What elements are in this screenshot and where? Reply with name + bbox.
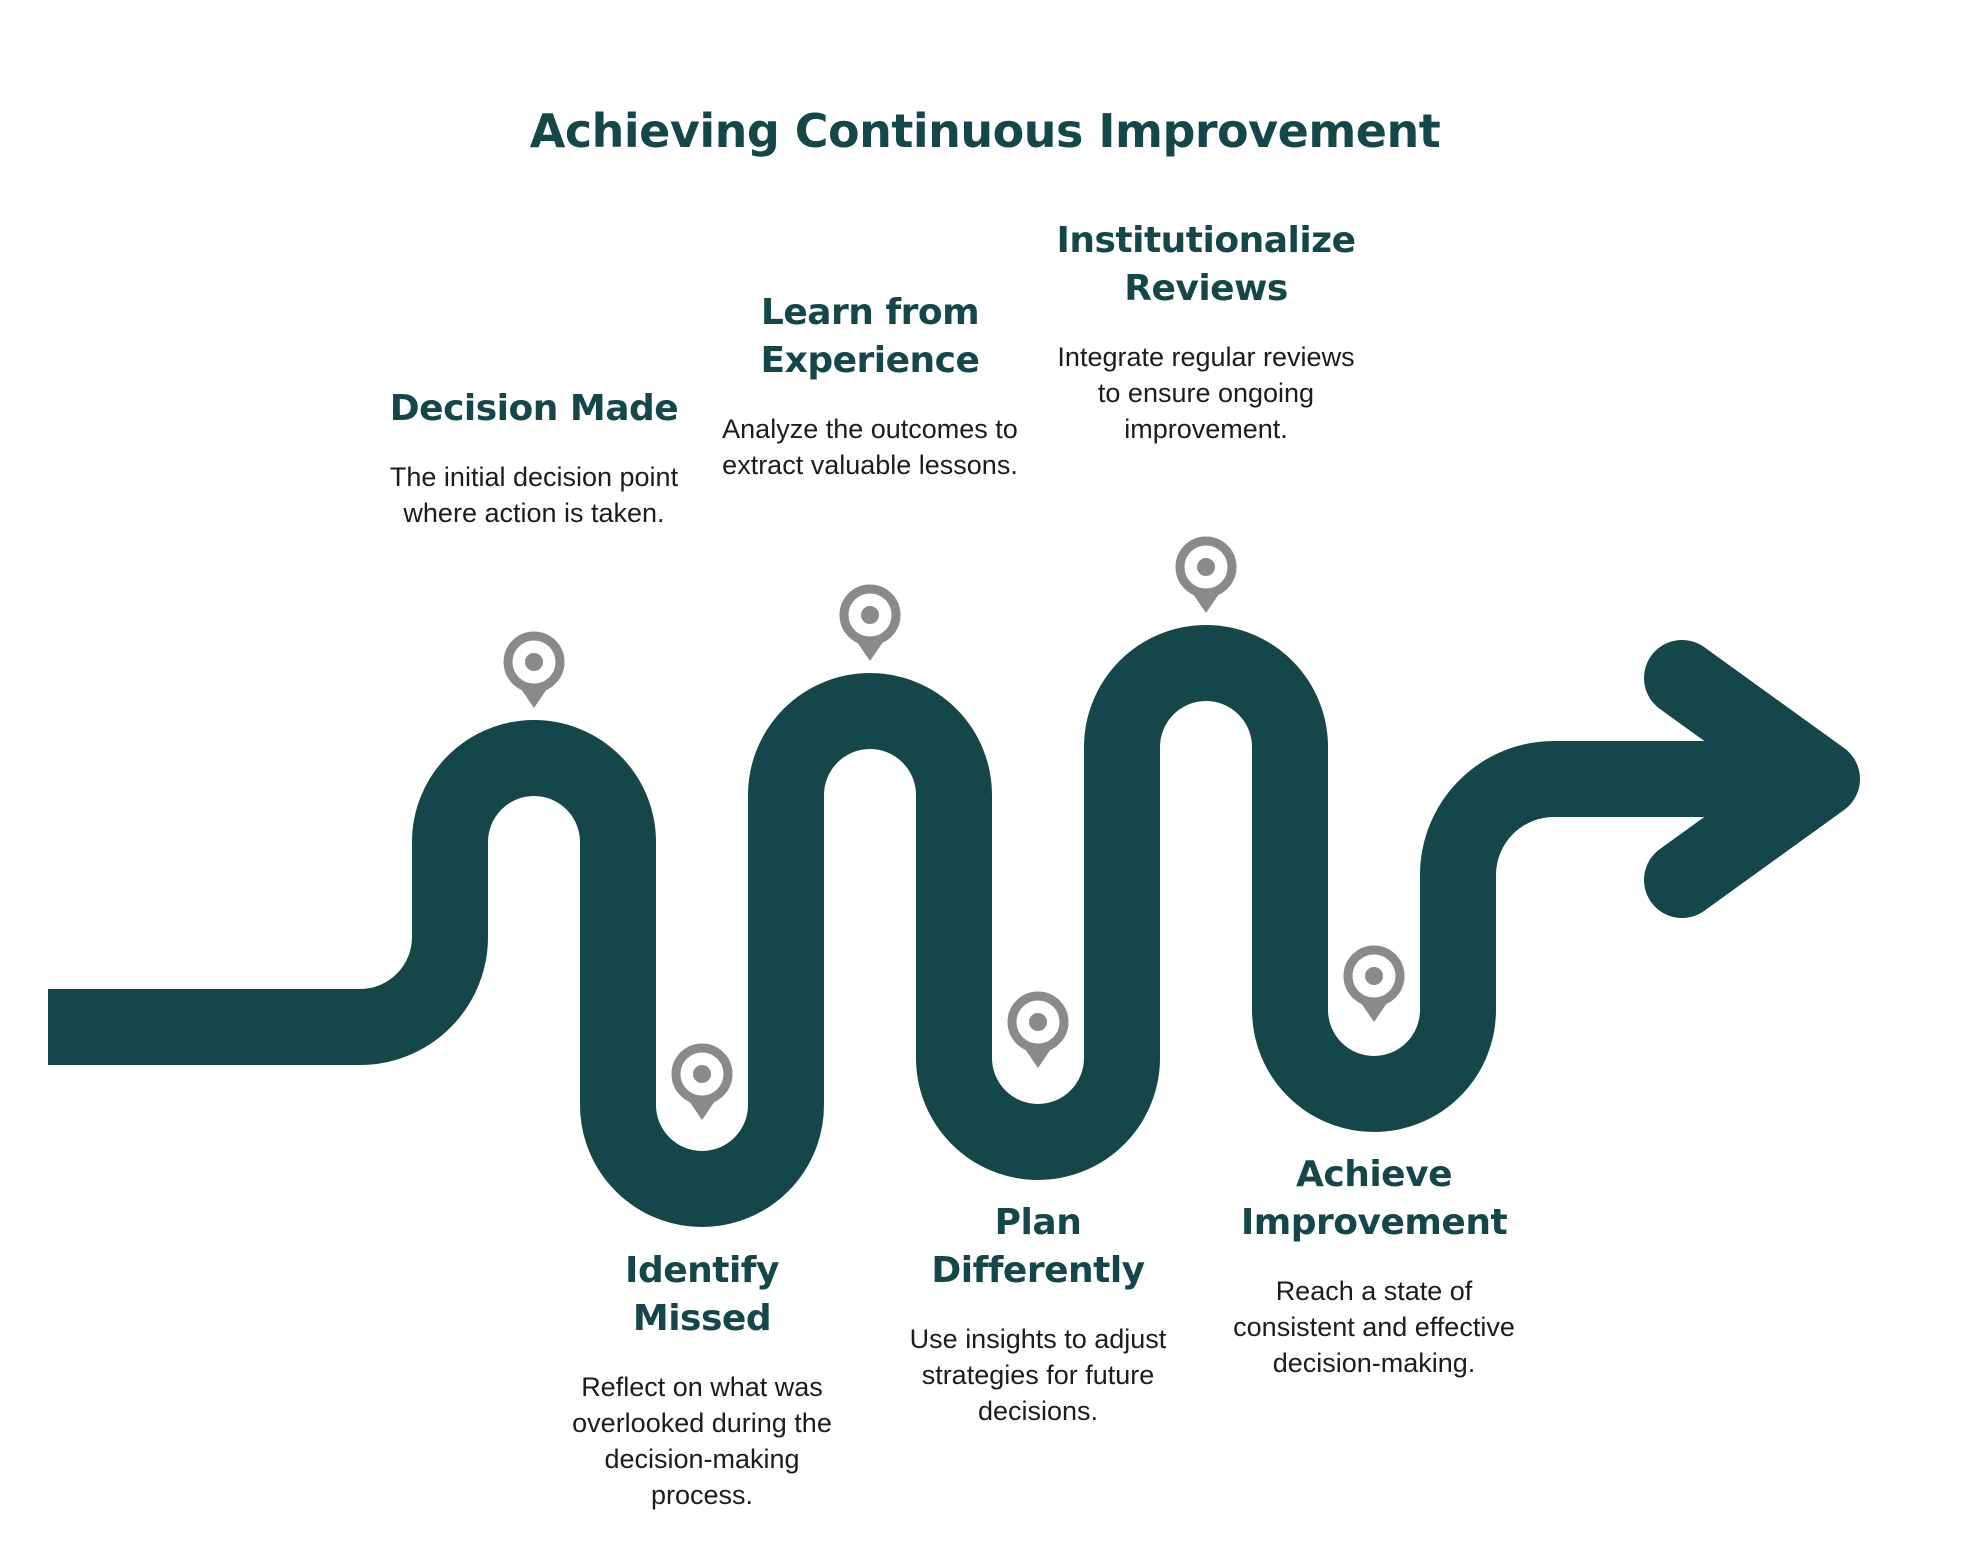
step-decision-made: Decision Made The initial decision point… (384, 385, 684, 531)
step-description: The initial decision point where action … (389, 462, 679, 528)
map-pin-icon (503, 631, 565, 708)
step-description: Analyze the outcomes to extract valuable… (722, 414, 1018, 480)
step-learn-from-experience: Learn from Experience Analyze the outcom… (720, 289, 1020, 483)
step-description: Integrate regular reviews to ensure ongo… (1057, 342, 1355, 444)
step-title: Identify Missed (625, 1250, 779, 1339)
map-pin-icon (839, 584, 901, 661)
step-achieve-improvement: Achieve Improvement Reach a state of con… (1224, 1151, 1524, 1381)
step-plan-differently: Plan Differently Use insights to adjust … (888, 1199, 1188, 1429)
step-description: Use insights to adjust strategies for fu… (909, 1324, 1167, 1426)
diagram-title: Achieving Continuous Improvement (529, 104, 1441, 158)
road-path (48, 625, 1780, 1227)
map-pin-icon (1007, 991, 1069, 1068)
step-description: Reach a state of consistent and effectiv… (1233, 1276, 1515, 1378)
step-title: Decision Made (389, 388, 679, 429)
map-pin-icon (1343, 945, 1405, 1022)
step-description: Reflect on what was overlooked during th… (572, 1372, 832, 1510)
step-identify-missed: Identify Missed Reflect on what was over… (552, 1247, 852, 1513)
map-pin-icon (1175, 536, 1237, 613)
step-title: Plan Differently (931, 1202, 1145, 1291)
step-title: Institutionalize Reviews (1056, 220, 1356, 309)
step-institutionalize-reviews: Institutionalize Reviews Integrate regul… (1056, 217, 1356, 447)
map-pin-icon (671, 1043, 733, 1120)
step-title: Achieve Improvement (1240, 1154, 1508, 1243)
step-title: Learn from Experience (760, 292, 980, 381)
arrow-head (1644, 640, 1860, 918)
